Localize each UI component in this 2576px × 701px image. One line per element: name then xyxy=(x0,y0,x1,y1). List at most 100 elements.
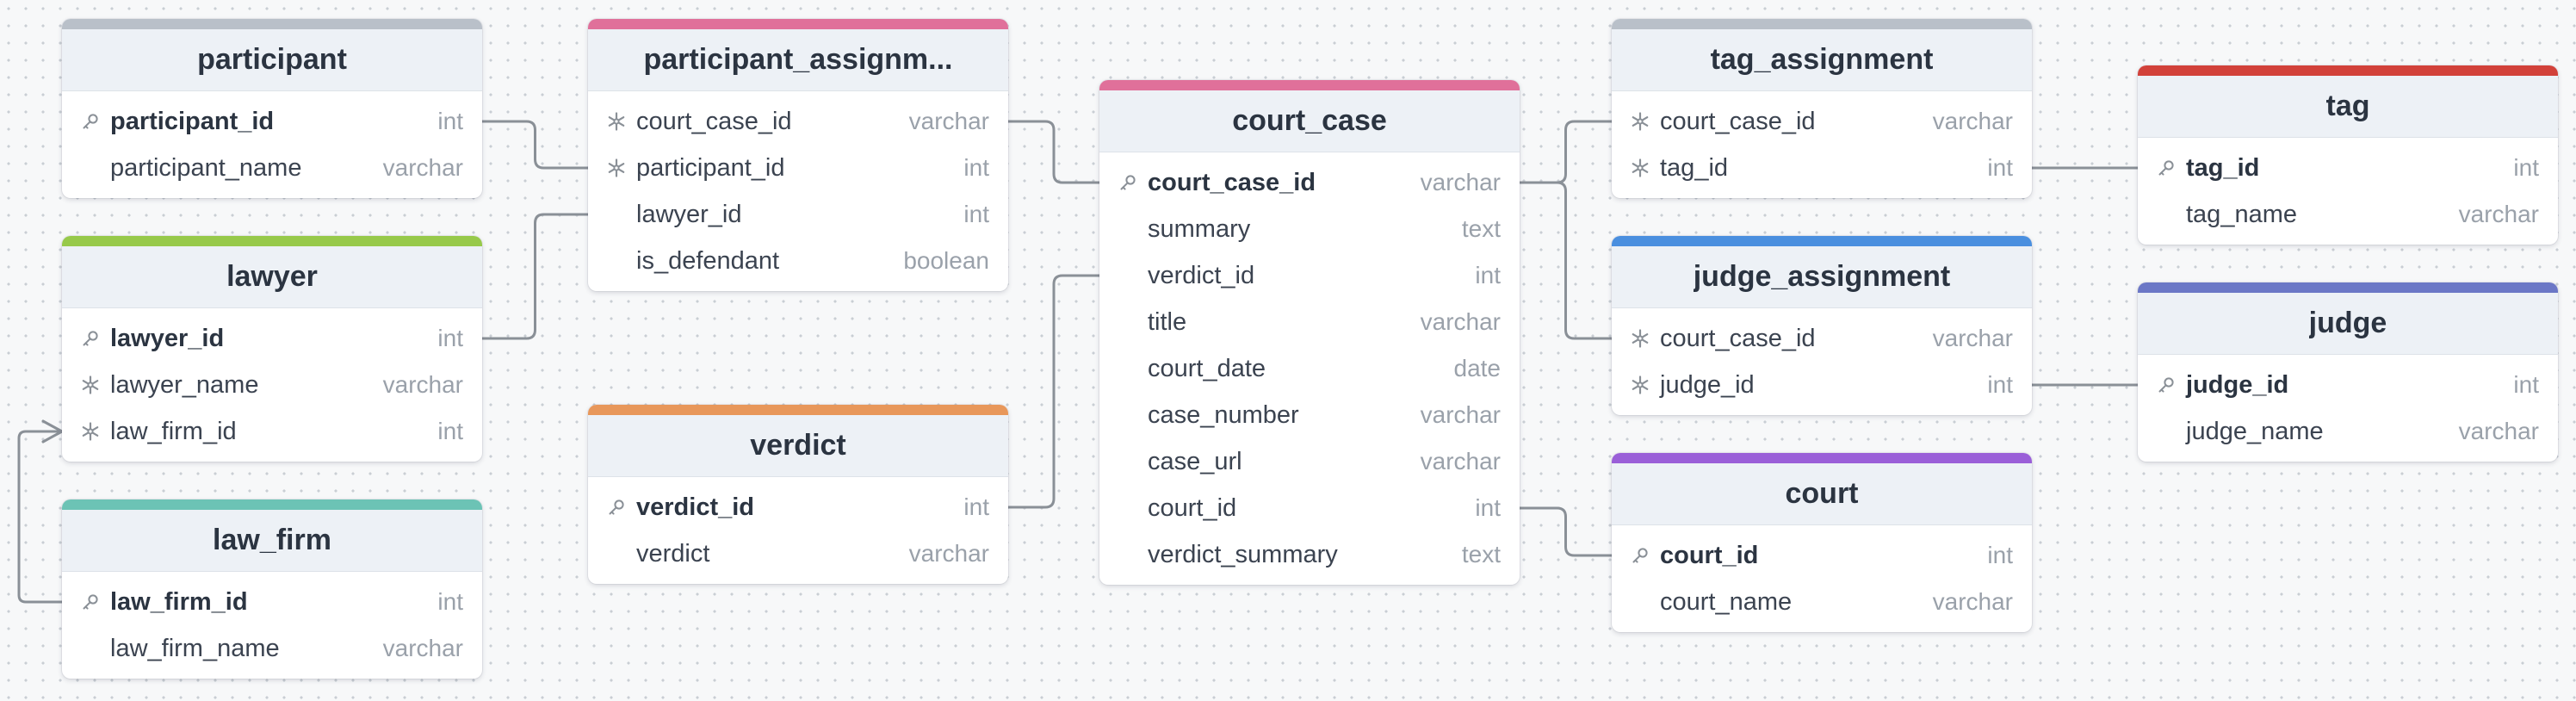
relationship-edge xyxy=(17,430,64,604)
primary-key-icon xyxy=(2153,155,2179,181)
primary-key-icon xyxy=(77,109,103,134)
column-row[interactable]: court_id int xyxy=(1612,532,2032,579)
primary-key-icon xyxy=(1627,543,1653,568)
relationship-edge xyxy=(1006,274,1101,509)
column-row[interactable]: tag_id int xyxy=(2138,145,2558,191)
icon-placeholder xyxy=(604,202,629,227)
column-type: int xyxy=(437,325,463,351)
primary-key-icon xyxy=(2153,372,2179,398)
table-judge-assignment[interactable]: judge_assignment court_case_id varchar judg… xyxy=(1612,236,2032,415)
column-name: court_case_id xyxy=(1660,324,1816,352)
column-type: varchar xyxy=(2458,201,2539,227)
column-type: int xyxy=(437,588,463,615)
primary-key-icon xyxy=(77,589,103,615)
column-name: court_case_id xyxy=(636,107,792,135)
table-header[interactable]: verdict xyxy=(588,405,1008,477)
column-type: varchar xyxy=(2458,418,2539,444)
column-name: verdict_id xyxy=(636,493,754,521)
column-row[interactable]: court_case_id varchar xyxy=(1612,315,2032,362)
table-tag-assignment[interactable]: tag_assignment court_case_id varchar tag_id… xyxy=(1612,19,2032,198)
column-type: varchar xyxy=(1932,108,2013,134)
column-type: int xyxy=(2513,154,2539,181)
column-name: court_id xyxy=(1660,541,1759,569)
column-type: int xyxy=(1987,542,2013,568)
column-type: varchar xyxy=(1932,325,2013,351)
table-title: participant xyxy=(197,43,347,76)
table-header[interactable]: court_case xyxy=(1099,80,1520,152)
table-header[interactable]: judge_assignment xyxy=(1612,236,2032,308)
column-type: int xyxy=(2513,371,2539,398)
column-type: varchar xyxy=(1420,448,1501,475)
snowflake-icon xyxy=(1627,372,1653,398)
column-row[interactable]: title varchar xyxy=(1099,299,1520,345)
column-type: varchar xyxy=(1420,308,1501,335)
column-name: judge_name xyxy=(2186,417,2324,445)
table-title: lawyer xyxy=(226,260,318,293)
table-header[interactable]: law_firm xyxy=(62,499,482,572)
icon-placeholder xyxy=(1115,495,1141,521)
table-header[interactable]: tag_assignment xyxy=(1612,19,2032,91)
relationship-edge xyxy=(1518,120,1613,184)
relationship-edge xyxy=(480,213,590,340)
column-row[interactable]: tag_name varchar xyxy=(2138,191,2558,238)
table-tag[interactable]: tag tag_id int tag_name varchar xyxy=(2138,65,2558,245)
column-type: varchar xyxy=(908,540,989,567)
table-title: tag_assignment xyxy=(1710,43,1934,76)
column-name: case_number xyxy=(1148,400,1299,429)
column-name: title xyxy=(1148,307,1187,336)
column-row[interactable]: judge_name varchar xyxy=(2138,408,2558,455)
column-name: tag_id xyxy=(2186,153,2260,182)
table-header[interactable]: participant_assignm... xyxy=(588,19,1008,91)
column-name: court_date xyxy=(1148,354,1266,382)
column-name: tag_id xyxy=(1660,153,1729,182)
column-name: tag_name xyxy=(2186,200,2297,228)
column-row[interactable]: court_case_id varchar xyxy=(1612,98,2032,145)
icon-placeholder xyxy=(2153,202,2179,227)
column-type: text xyxy=(1461,541,1501,568)
table-header[interactable]: lawyer xyxy=(62,236,482,308)
column-name: participant_id xyxy=(110,107,275,135)
column-name: court_case_id xyxy=(1660,107,1816,135)
table-header[interactable]: court xyxy=(1612,453,2032,525)
table-header[interactable]: judge xyxy=(2138,282,2558,355)
table-header[interactable]: tag xyxy=(2138,65,2558,138)
table-header[interactable]: participant xyxy=(62,19,482,91)
table-title: judge xyxy=(2308,307,2387,339)
relationship-edge xyxy=(1518,181,1613,340)
relationship-edge xyxy=(480,120,590,170)
